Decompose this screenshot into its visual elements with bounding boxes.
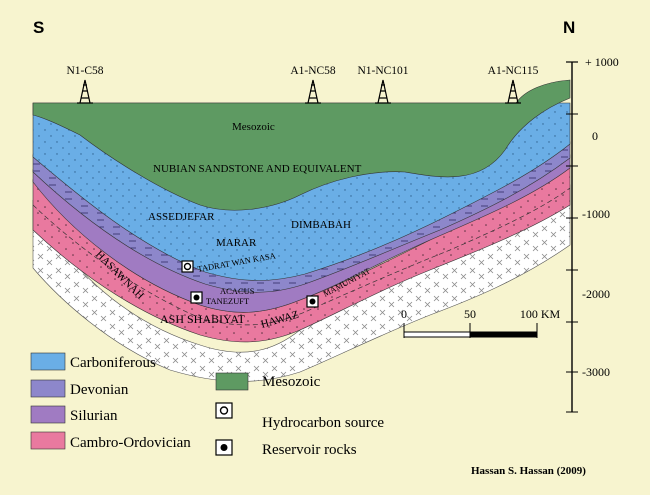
scale-label: 100 KM (520, 307, 561, 321)
reservoir-symbol-icon (220, 444, 228, 451)
ash-shabiyat-label: ASH SHABIYAT (160, 312, 246, 326)
tanezuft-label: TANEZUFT (206, 296, 250, 306)
well-a1-nc58: A1-NC58 (290, 65, 336, 104)
legend-item-carboniferous: Carboniferous (30, 352, 156, 371)
svg-text:Silurian: Silurian (70, 408, 118, 424)
depth-tick-label: -1000 (582, 207, 610, 221)
assedjefar-label: ASSEDJEFAR (148, 211, 215, 223)
svg-text:Cambro-Ordovician: Cambro-Ordovician (70, 435, 191, 451)
credit-text: Hassan S. Hassan (2009) (471, 465, 586, 477)
svg-text:Mesozoic: Mesozoic (262, 374, 321, 390)
legend-item-silurian: Silurian (30, 405, 118, 424)
depth-tick-label: -2000 (582, 287, 610, 301)
scale-label: 0 (401, 307, 407, 321)
mesozoic-label: Mesozoic (232, 121, 275, 133)
well-n1-c58: N1-C58 (66, 65, 104, 104)
depth-axis: + 1000 0 -1000 -2000 -3000 (566, 55, 619, 413)
derrick-icon (305, 79, 321, 104)
source-symbol-icon (219, 406, 229, 415)
depth-tick-label: 0 (592, 129, 598, 143)
svg-text:Hydrocarbon source: Hydrocarbon source (262, 415, 384, 431)
depth-tick-label: -3000 (582, 365, 610, 379)
direction-north: N (563, 18, 575, 37)
scale-bar: 0 50 100 KM (401, 307, 560, 338)
scale-label: 50 (464, 307, 476, 321)
mesozoic-layer (32, 79, 571, 211)
dimbabah-label: DIMBABAH (291, 219, 351, 231)
svg-text:N1-NC101: N1-NC101 (357, 65, 408, 77)
reservoir-marker-icon (190, 291, 203, 304)
depth-tick-label: + 1000 (585, 55, 619, 69)
marar-label: MARAR (216, 237, 257, 249)
svg-text:N1-C58: N1-C58 (66, 65, 103, 77)
svg-text:A1-NC58: A1-NC58 (290, 65, 336, 77)
svg-text:Reservoir rocks: Reservoir rocks (262, 442, 357, 458)
direction-south: S (33, 18, 44, 37)
section-markers (181, 260, 319, 308)
derrick-icon (505, 79, 521, 104)
section-layers (32, 79, 571, 382)
nubian-label: NUBIAN SANDSTONE AND EQUIVALENT (153, 163, 362, 175)
legend: Carboniferous Devonian Silurian Cambro-O… (30, 352, 384, 458)
legend-item-reservoir-rocks: Reservoir rocks (215, 439, 357, 458)
svg-text:Devonian: Devonian (70, 382, 129, 398)
legend-item-hydrocarbon-source: Hydrocarbon source (215, 402, 384, 431)
derrick-icon (77, 79, 93, 104)
well-n1-nc101: N1-NC101 (357, 65, 409, 104)
acacus-label: ACACUS (220, 286, 255, 296)
well-a1-nc115: A1-NC115 (488, 65, 539, 104)
source-marker-icon (181, 260, 194, 273)
legend-item-mesozoic: Mesozoic (215, 372, 321, 391)
wells: N1-C58 A1-NC58 N1-NC101 A1-NC115 (66, 65, 539, 104)
legend-item-cambro-ordovician: Cambro-Ordovician (30, 431, 191, 451)
svg-text:Carboniferous: Carboniferous (70, 355, 156, 371)
legend-item-devonian: Devonian (30, 379, 129, 398)
derrick-icon (375, 79, 391, 104)
reservoir-marker-icon (306, 295, 319, 308)
svg-text:A1-NC115: A1-NC115 (488, 65, 539, 77)
